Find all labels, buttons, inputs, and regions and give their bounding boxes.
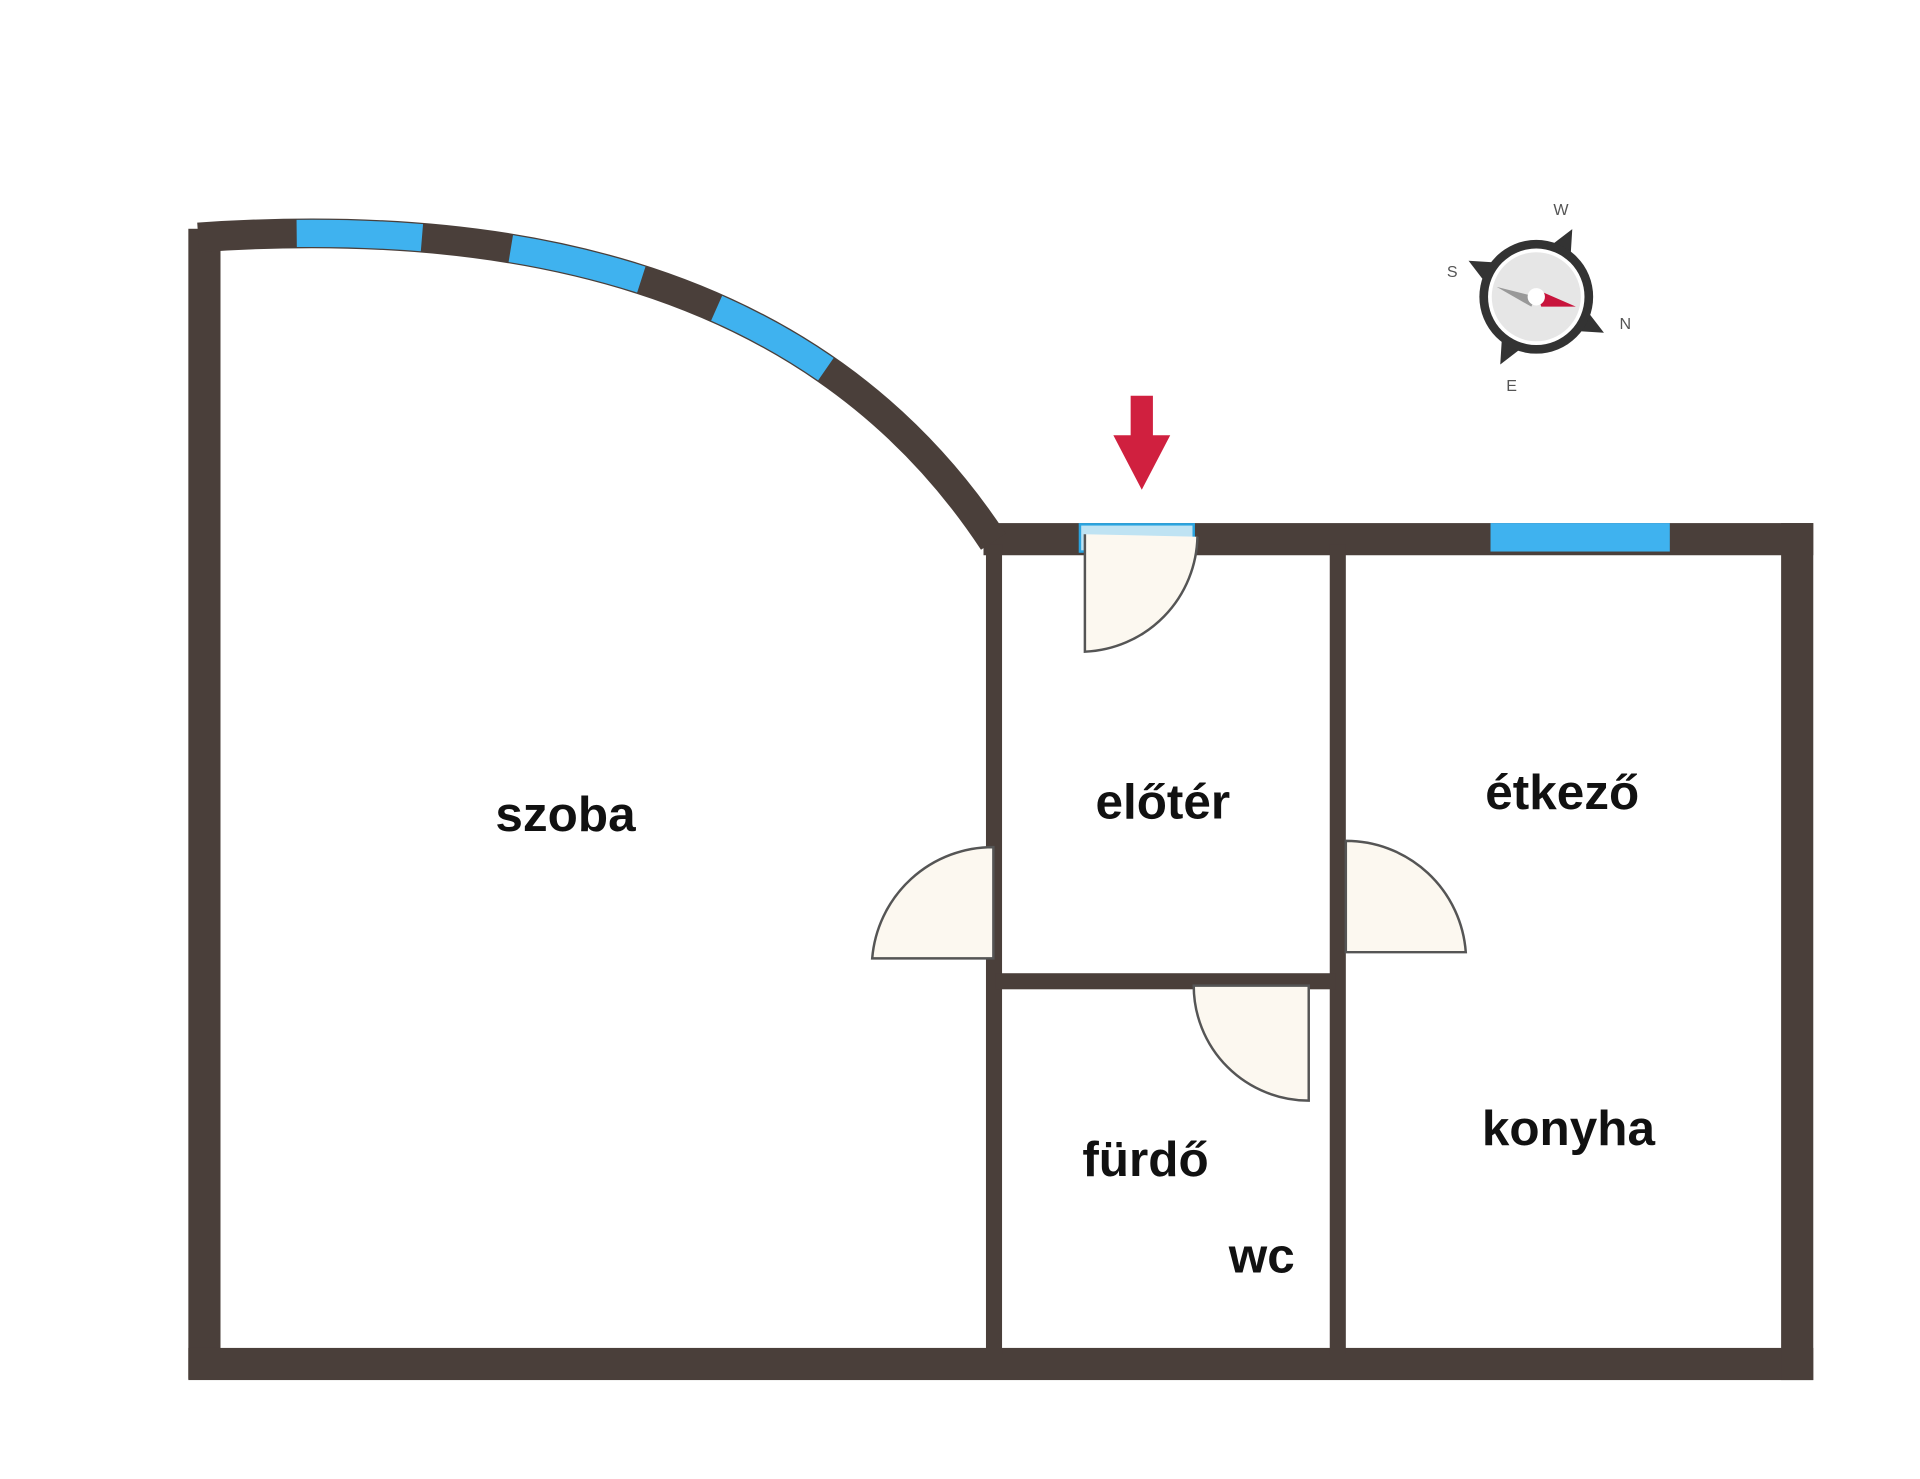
wall-right [1781, 523, 1814, 1381]
room-label-eloter: előtér [1095, 775, 1230, 830]
walls [188, 228, 1814, 1381]
room-label-wc: wc [1228, 1228, 1295, 1283]
room-label-szoba: szoba [495, 787, 636, 842]
compass-icon: N S W E [1447, 201, 1631, 395]
doors [870, 534, 1468, 1102]
room-label-furdo: fürdő [1082, 1132, 1208, 1187]
wall-left [188, 228, 221, 1379]
entrance-arrow-icon [1113, 395, 1171, 490]
door-entrance[interactable] [1083, 534, 1199, 653]
room-label-etkezo: étkező [1485, 765, 1639, 820]
door-furdo[interactable] [1192, 984, 1310, 1102]
compass-s: S [1447, 263, 1458, 281]
room-label-konyha: konyha [1482, 1101, 1656, 1156]
door-szoba[interactable] [870, 845, 995, 960]
window-kitchen [1490, 523, 1670, 552]
wall-interior-2 [1329, 544, 1346, 1355]
compass-w: W [1553, 201, 1569, 219]
door-etkezo[interactable] [1344, 839, 1468, 954]
compass-n: N [1619, 315, 1631, 333]
window-curved [197, 219, 1005, 550]
compass-e: E [1506, 377, 1517, 395]
